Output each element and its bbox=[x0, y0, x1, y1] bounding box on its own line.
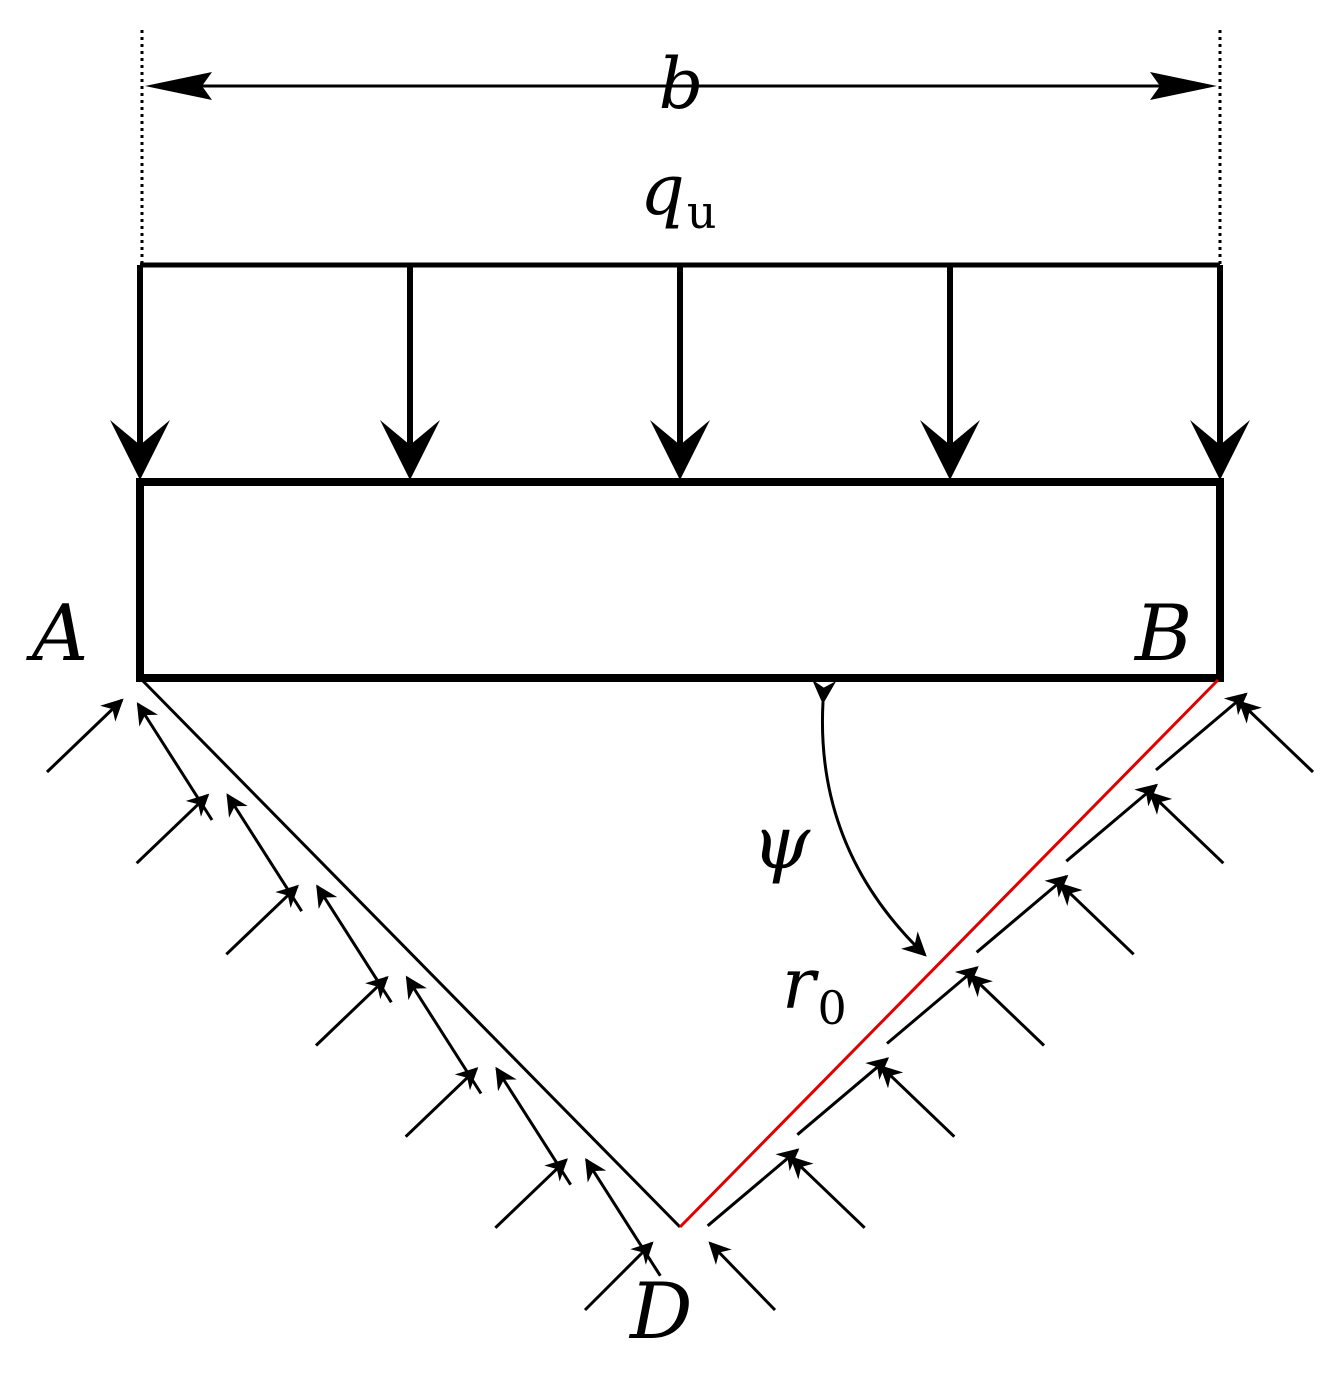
reaction-arrow-normal bbox=[135, 793, 210, 865]
load-arrow bbox=[110, 265, 170, 480]
load-arrowhead bbox=[380, 420, 440, 480]
reaction-arrow-shear bbox=[1065, 783, 1159, 863]
reaction-arrow-shear bbox=[796, 1057, 890, 1136]
radius-symbol: r bbox=[782, 943, 819, 1025]
angle-label: ψ bbox=[752, 800, 811, 886]
reaction-arrow-normal bbox=[1238, 700, 1315, 774]
reaction-arrow-normal bbox=[45, 698, 124, 774]
reaction-arrow-normal bbox=[708, 1241, 777, 1312]
load-label: qu bbox=[640, 149, 716, 239]
corner-b-label: B bbox=[1133, 589, 1192, 679]
reaction-arrow-normal bbox=[969, 973, 1046, 1047]
reaction-arrow-normal bbox=[494, 1158, 568, 1229]
load-arrow bbox=[1190, 265, 1250, 480]
footing bbox=[136, 478, 1224, 682]
apex-d-label: D bbox=[628, 1267, 693, 1357]
reaction-arrow-shear bbox=[1155, 692, 1248, 772]
reaction-arrow-shear bbox=[585, 1157, 662, 1277]
reaction-arrow-normal bbox=[1059, 882, 1135, 956]
reaction-arrow-normal bbox=[879, 1065, 956, 1138]
failure-line-bd bbox=[678, 678, 1220, 1229]
reaction-arrow-normal bbox=[404, 1067, 479, 1138]
reaction-arrow-normal bbox=[225, 884, 299, 956]
dimension-arrowhead-right bbox=[1150, 72, 1217, 100]
reaction-arrow-normal bbox=[314, 975, 389, 1047]
load-arrow bbox=[650, 265, 710, 480]
reaction-arrow-shear bbox=[975, 874, 1069, 954]
radius-subscript: 0 bbox=[817, 981, 846, 1035]
width-dimension: b bbox=[140, 30, 1222, 265]
load-subscript: u bbox=[687, 185, 717, 239]
load-arrowhead bbox=[650, 420, 710, 480]
load-arrowhead bbox=[920, 420, 980, 480]
load-arrowhead bbox=[110, 420, 170, 480]
load-symbol: q bbox=[640, 149, 685, 231]
width-label: b bbox=[659, 43, 704, 125]
wedge-side-ad bbox=[140, 678, 682, 1229]
reaction-arrow-shear bbox=[886, 966, 979, 1045]
reaction-arrow-normal bbox=[1148, 791, 1225, 865]
reaction-arrow-shear bbox=[706, 1148, 800, 1227]
load-arrow bbox=[380, 265, 440, 480]
corner-a-label: A bbox=[26, 589, 88, 679]
angle-arc bbox=[812, 679, 927, 957]
load-arrow bbox=[920, 265, 980, 480]
radius-label: r0 bbox=[782, 943, 847, 1035]
dimension-arrowhead-left bbox=[145, 72, 212, 100]
distributed-load bbox=[110, 262, 1250, 480]
load-arrowhead bbox=[1190, 420, 1250, 480]
reaction-arrow-normal bbox=[790, 1156, 866, 1229]
reaction-arrows bbox=[45, 692, 1315, 1312]
reaction-arrow-normal bbox=[583, 1241, 654, 1312]
